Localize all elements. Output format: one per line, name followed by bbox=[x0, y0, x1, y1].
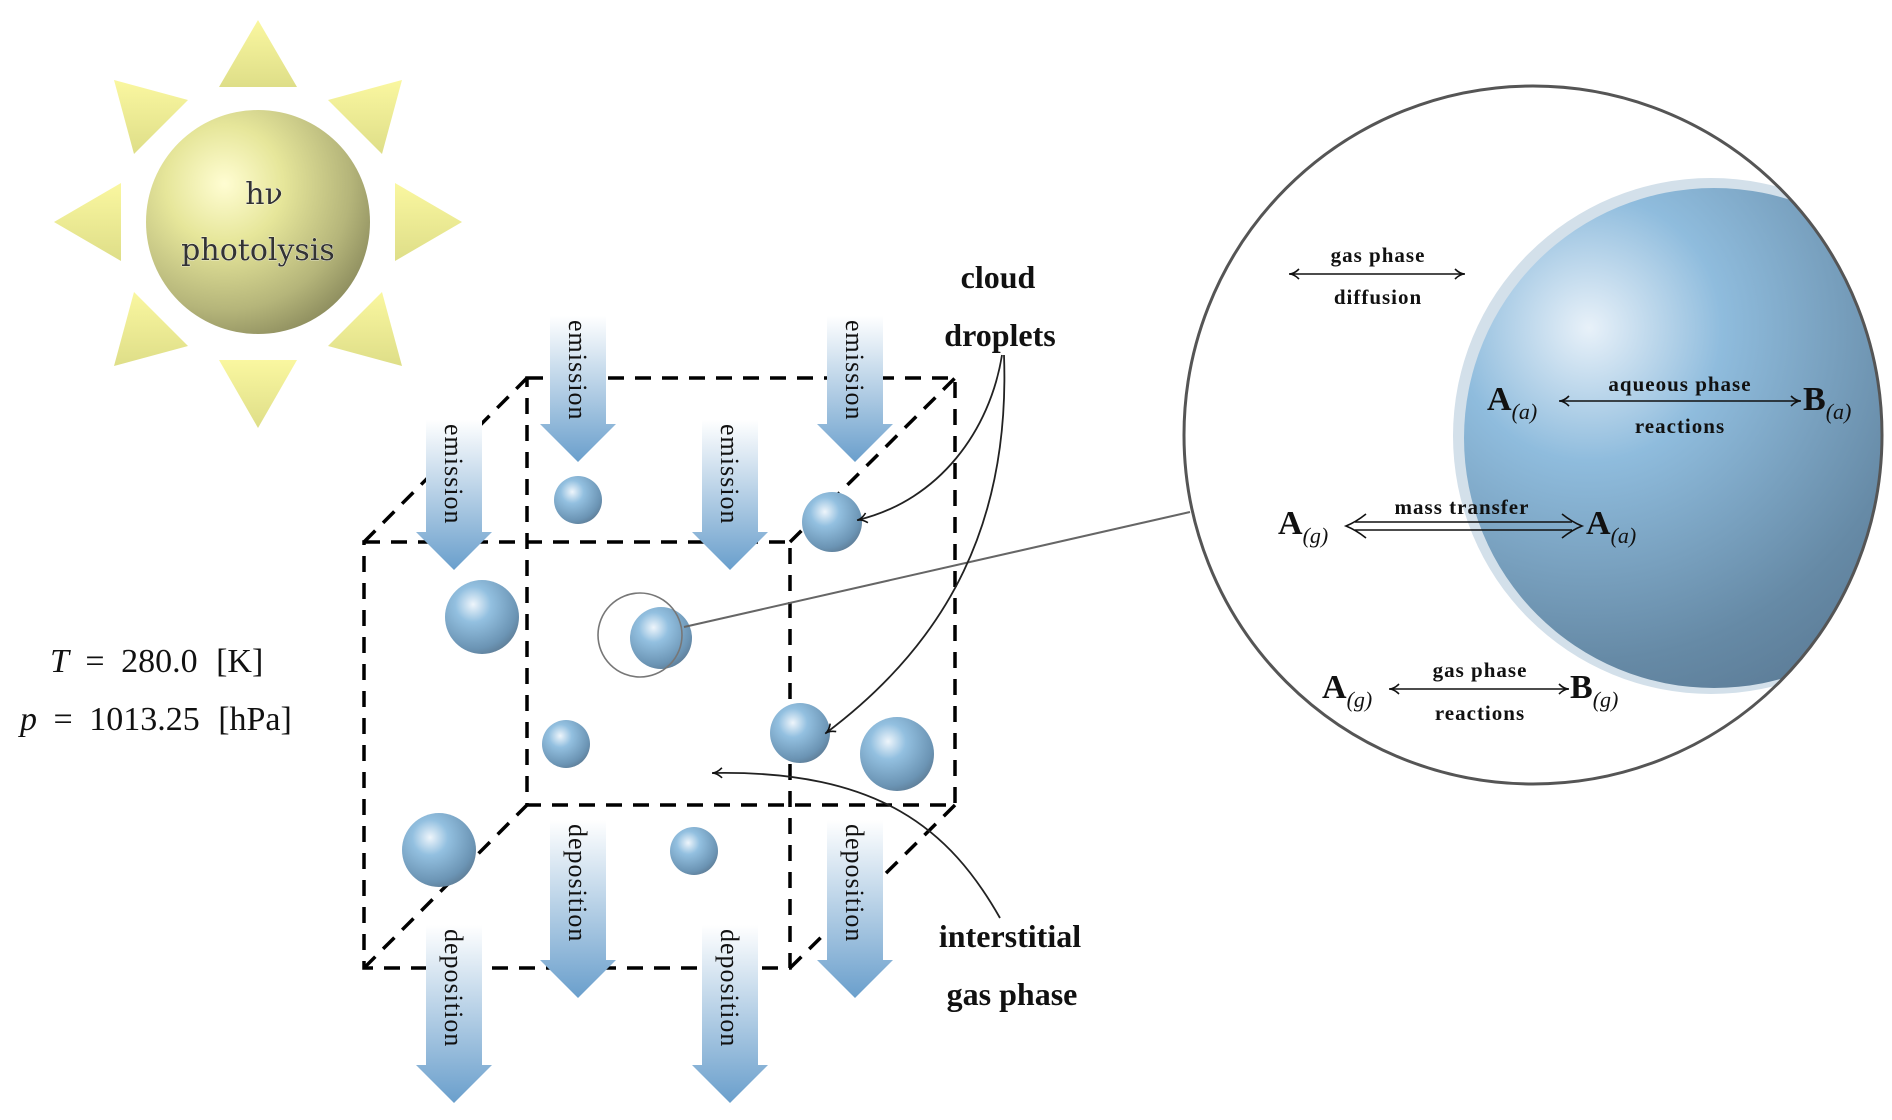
deposition-arrow: deposition bbox=[416, 925, 492, 1103]
droplets-label: droplets bbox=[944, 317, 1055, 353]
aqueous-reaction-process: A(a) aqueous phase reactions B(a) bbox=[1487, 372, 1851, 438]
aqueous-bottom-label: reactions bbox=[1635, 414, 1725, 438]
gas-diffusion-process: gas phase diffusion bbox=[1288, 243, 1466, 309]
aqueous-product: B(a) bbox=[1803, 381, 1851, 424]
gas-reaction-process: A(g) gas phase reactions B(g) bbox=[1322, 658, 1618, 725]
sun-ray bbox=[328, 292, 402, 366]
emission-label: emission bbox=[715, 424, 744, 524]
deposition-label: deposition bbox=[563, 824, 592, 942]
sun-core bbox=[146, 110, 370, 334]
deposition-label: deposition bbox=[840, 824, 869, 942]
deposition-arrow: deposition bbox=[540, 820, 616, 998]
interstitial-pointer bbox=[711, 767, 1001, 919]
magnified-droplet bbox=[1464, 188, 1882, 688]
emission-arrow: emission bbox=[540, 316, 616, 462]
sun-ray bbox=[219, 20, 297, 87]
cloud-droplet bbox=[554, 476, 602, 524]
gas-diffusion-top-label: gas phase bbox=[1331, 243, 1426, 267]
arrow-shape bbox=[416, 925, 492, 1103]
deposition-arrow: deposition bbox=[692, 925, 768, 1103]
droplets bbox=[402, 476, 934, 887]
arrow-shape bbox=[817, 820, 893, 998]
deposition-label: deposition bbox=[715, 929, 744, 1047]
cloud-droplet bbox=[445, 580, 519, 654]
emission-arrow: emission bbox=[817, 316, 893, 462]
emission-label: emission bbox=[840, 320, 869, 420]
box-edge bbox=[362, 803, 529, 970]
pressure-readout: p = 1013.25 [hPa] bbox=[18, 701, 292, 738]
sun-ray bbox=[219, 360, 297, 428]
arrow-shape bbox=[692, 420, 768, 570]
emission-arrow: emission bbox=[692, 420, 768, 570]
arrow-shape bbox=[692, 925, 768, 1103]
sun-ray bbox=[395, 183, 462, 261]
sun: hν photolysis bbox=[54, 20, 462, 428]
gas-phase-label: gas phase bbox=[947, 976, 1078, 1012]
sun-ray bbox=[328, 80, 402, 154]
cloud-droplet bbox=[630, 607, 692, 669]
arrow-shape bbox=[540, 316, 616, 462]
cloud-droplet bbox=[670, 827, 718, 875]
mass-transfer-aqueous-species: A(a) bbox=[1586, 505, 1636, 548]
mass-transfer-label: mass transfer bbox=[1395, 495, 1530, 519]
cloud-droplets-pointer bbox=[824, 354, 1006, 735]
emission-label: emission bbox=[563, 320, 592, 420]
emission-arrow: emission bbox=[416, 420, 492, 570]
arrow-shape bbox=[817, 316, 893, 462]
box-back-face bbox=[525, 376, 957, 807]
deposition-label: deposition bbox=[439, 929, 468, 1047]
temperature-readout: T = 280.0 [K] bbox=[50, 643, 263, 680]
interstitial-label: interstitial bbox=[939, 918, 1081, 954]
cloud-droplet bbox=[402, 813, 476, 887]
arrow-shape bbox=[416, 420, 492, 570]
magnify-connector-line bbox=[683, 511, 1191, 628]
gas-diffusion-bottom-label: diffusion bbox=[1334, 285, 1422, 309]
gas-product: B(g) bbox=[1570, 669, 1618, 712]
aqueous-reactant: A(a) bbox=[1487, 381, 1537, 424]
sun-ray bbox=[54, 183, 121, 261]
photolysis-label: photolysis bbox=[181, 233, 335, 268]
cloud-droplets-pointer bbox=[856, 354, 1003, 524]
mass-transfer-gas-species: A(g) bbox=[1278, 505, 1328, 548]
cloud-label: cloud bbox=[961, 259, 1036, 295]
arrow-shape bbox=[540, 820, 616, 998]
flux-arrows: emission emission emission emission depositi… bbox=[416, 316, 893, 1103]
selected-droplet-ring bbox=[597, 592, 683, 678]
gas-reaction-top-label: gas phase bbox=[1433, 658, 1528, 682]
sun-ray bbox=[114, 80, 188, 154]
gas-reaction-bottom-label: reactions bbox=[1435, 701, 1525, 725]
emission-label: emission bbox=[439, 424, 468, 524]
gas-reactant: A(g) bbox=[1322, 669, 1372, 712]
sun-ray bbox=[114, 292, 188, 366]
hv-symbol: hν bbox=[245, 177, 283, 212]
pressure-value: 1013.25 bbox=[89, 701, 200, 738]
cloud-droplet bbox=[770, 703, 830, 763]
pressure-unit: [hPa] bbox=[218, 701, 292, 738]
temperature-unit: [K] bbox=[216, 643, 263, 680]
aqueous-top-label: aqueous phase bbox=[1608, 372, 1751, 396]
mass-transfer-process: A(g) mass transfer A(a) bbox=[1278, 495, 1636, 548]
deposition-arrow: deposition bbox=[817, 820, 893, 998]
magnified-border bbox=[1182, 84, 1884, 786]
conditions: T = 280.0 [K] p = 1013.25 [hPa] bbox=[18, 643, 292, 738]
cloud-droplet bbox=[860, 717, 934, 791]
temperature-value: 280.0 bbox=[121, 643, 198, 680]
cloud-droplet bbox=[802, 492, 862, 552]
mass-transfer-arrowhead bbox=[1561, 513, 1585, 539]
mass-transfer-arrowhead bbox=[1343, 513, 1367, 539]
temperature-symbol: T bbox=[50, 643, 71, 680]
sun-rays bbox=[54, 20, 462, 428]
pressure-symbol: p bbox=[18, 701, 37, 738]
cloud-droplet bbox=[542, 720, 590, 768]
magnified-view: gas phase diffusion A(a) aqueous phase r… bbox=[1182, 84, 1884, 786]
